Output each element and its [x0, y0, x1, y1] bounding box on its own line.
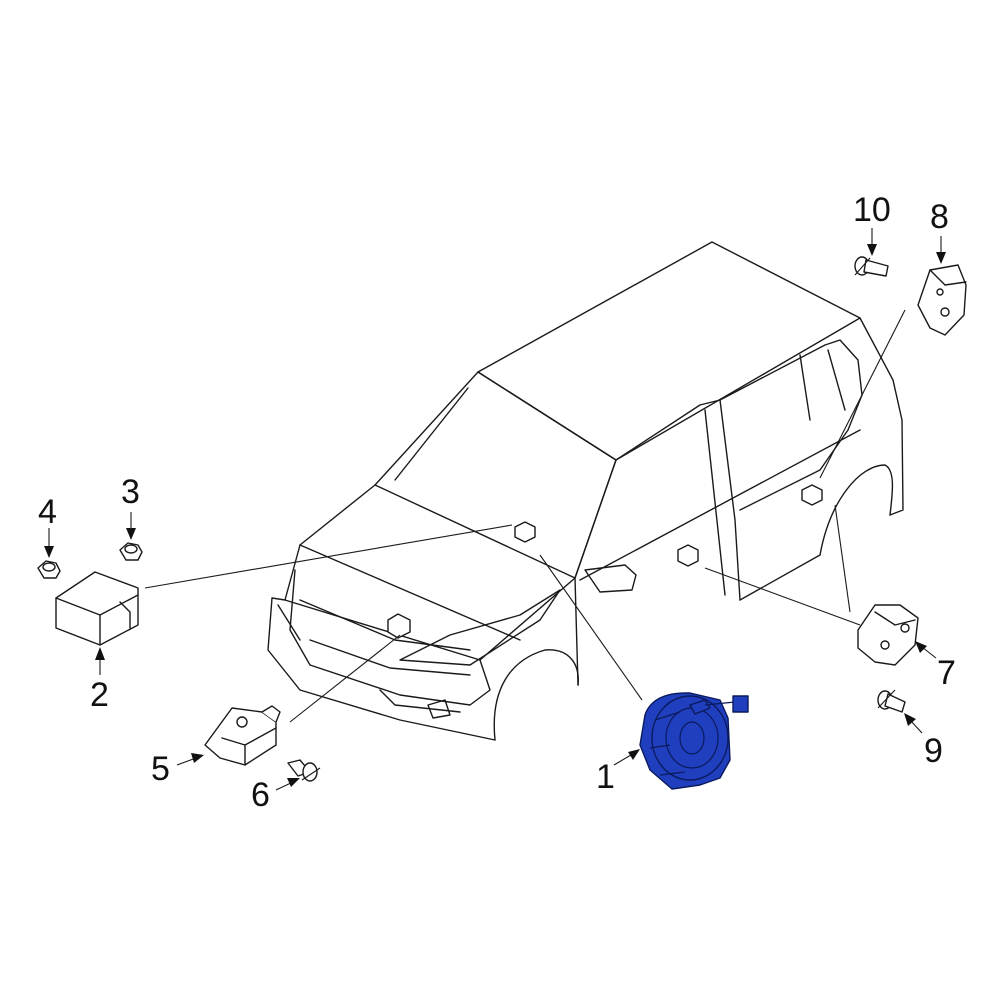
callout-label-1: 1 — [596, 758, 615, 796]
callout-label-9: 9 — [924, 732, 943, 770]
part-6-bolt[interactable] — [287, 759, 321, 782]
part-10-bolt[interactable] — [854, 256, 889, 277]
part-1-clock-spring[interactable] — [639, 692, 749, 790]
part-5-front-sensor[interactable] — [204, 705, 281, 766]
part-9-bolt[interactable] — [877, 689, 906, 713]
callout-label-10: 10 — [853, 191, 891, 229]
callout-labels: 1 2 3 4 5 6 7 8 9 10 — [38, 191, 956, 814]
callout-label-8: 8 — [930, 198, 949, 236]
part-2-control-module[interactable] — [55, 571, 139, 646]
part-4-nut[interactable] — [37, 560, 61, 579]
callout-label-3: 3 — [121, 473, 140, 511]
callout-label-2: 2 — [90, 676, 109, 714]
callout-label-6: 6 — [251, 776, 270, 814]
callout-label-5: 5 — [151, 750, 170, 788]
callout-label-7: 7 — [937, 654, 956, 692]
vehicle-outline — [267, 241, 904, 741]
part-8-side-sensor[interactable] — [917, 264, 967, 336]
callout-label-4: 4 — [38, 493, 57, 531]
leader-lines — [144, 309, 906, 723]
sensor-locations — [387, 484, 823, 639]
callout-arrows — [44, 228, 946, 791]
part-3-nut[interactable] — [119, 542, 143, 561]
part-7-side-sensor[interactable] — [857, 604, 919, 666]
